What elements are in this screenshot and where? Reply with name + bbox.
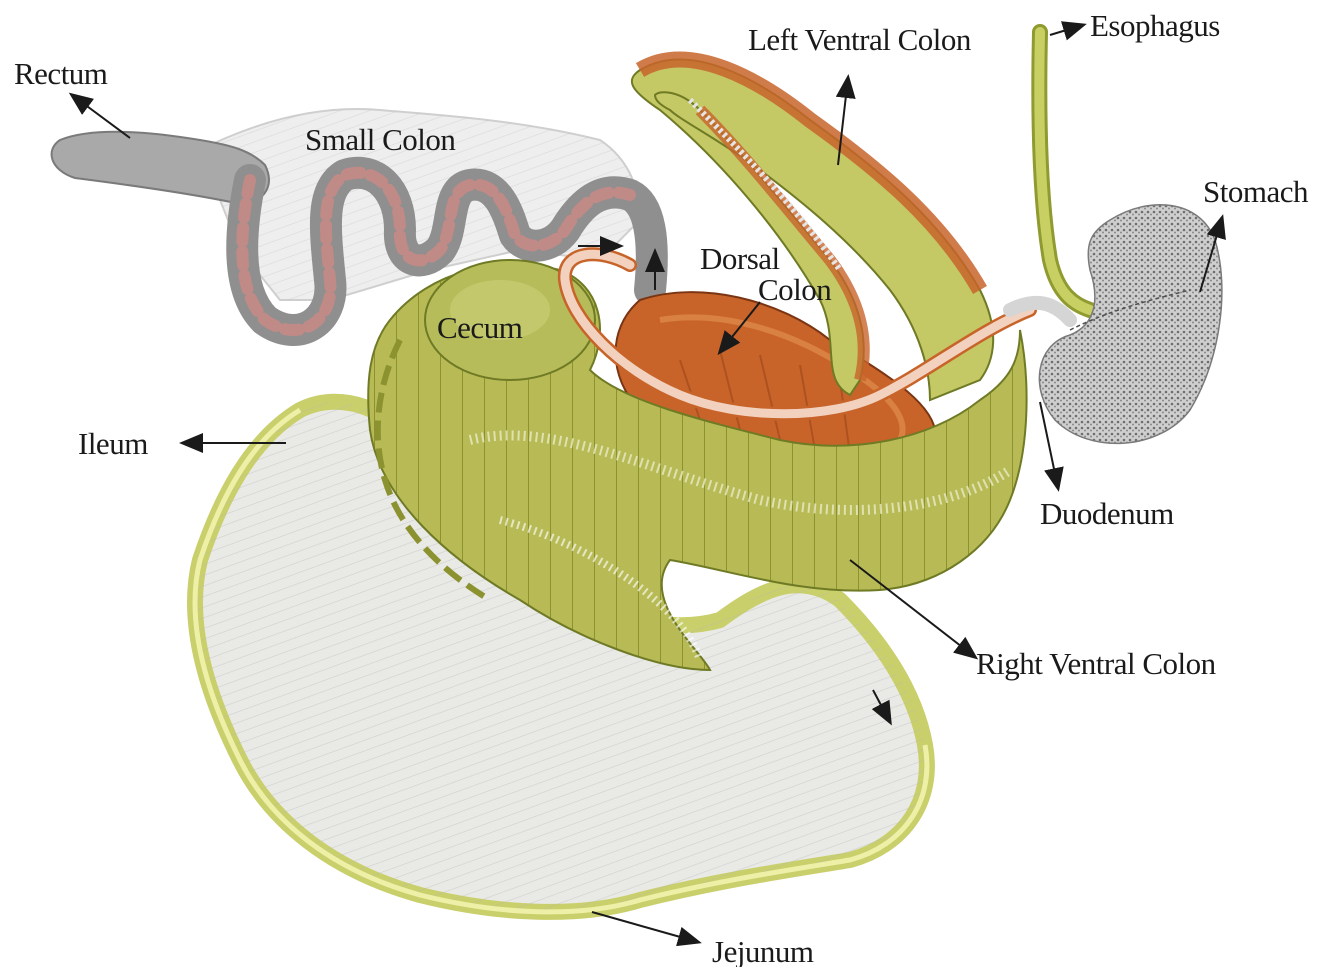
label-jejunum: Jejunum [712,934,814,967]
label-esophagus: Esophagus [1090,8,1220,43]
label-left-ventral-colon: Left Ventral Colon [748,22,972,57]
label-dorsal-colon-line1: Dorsal [700,241,780,276]
label-ileum: Ileum [78,426,148,461]
label-dorsal-colon-line2: Colon [758,272,832,307]
label-small-colon: Small Colon [305,122,456,157]
label-right-ventral-colon: Right Ventral Colon [976,646,1217,681]
label-cecum: Cecum [437,310,523,345]
label-duodenum: Duodenum [1040,496,1174,531]
label-rectum: Rectum [14,56,108,91]
label-stomach: Stomach [1203,174,1309,209]
esophagus-shape [1039,32,1090,310]
